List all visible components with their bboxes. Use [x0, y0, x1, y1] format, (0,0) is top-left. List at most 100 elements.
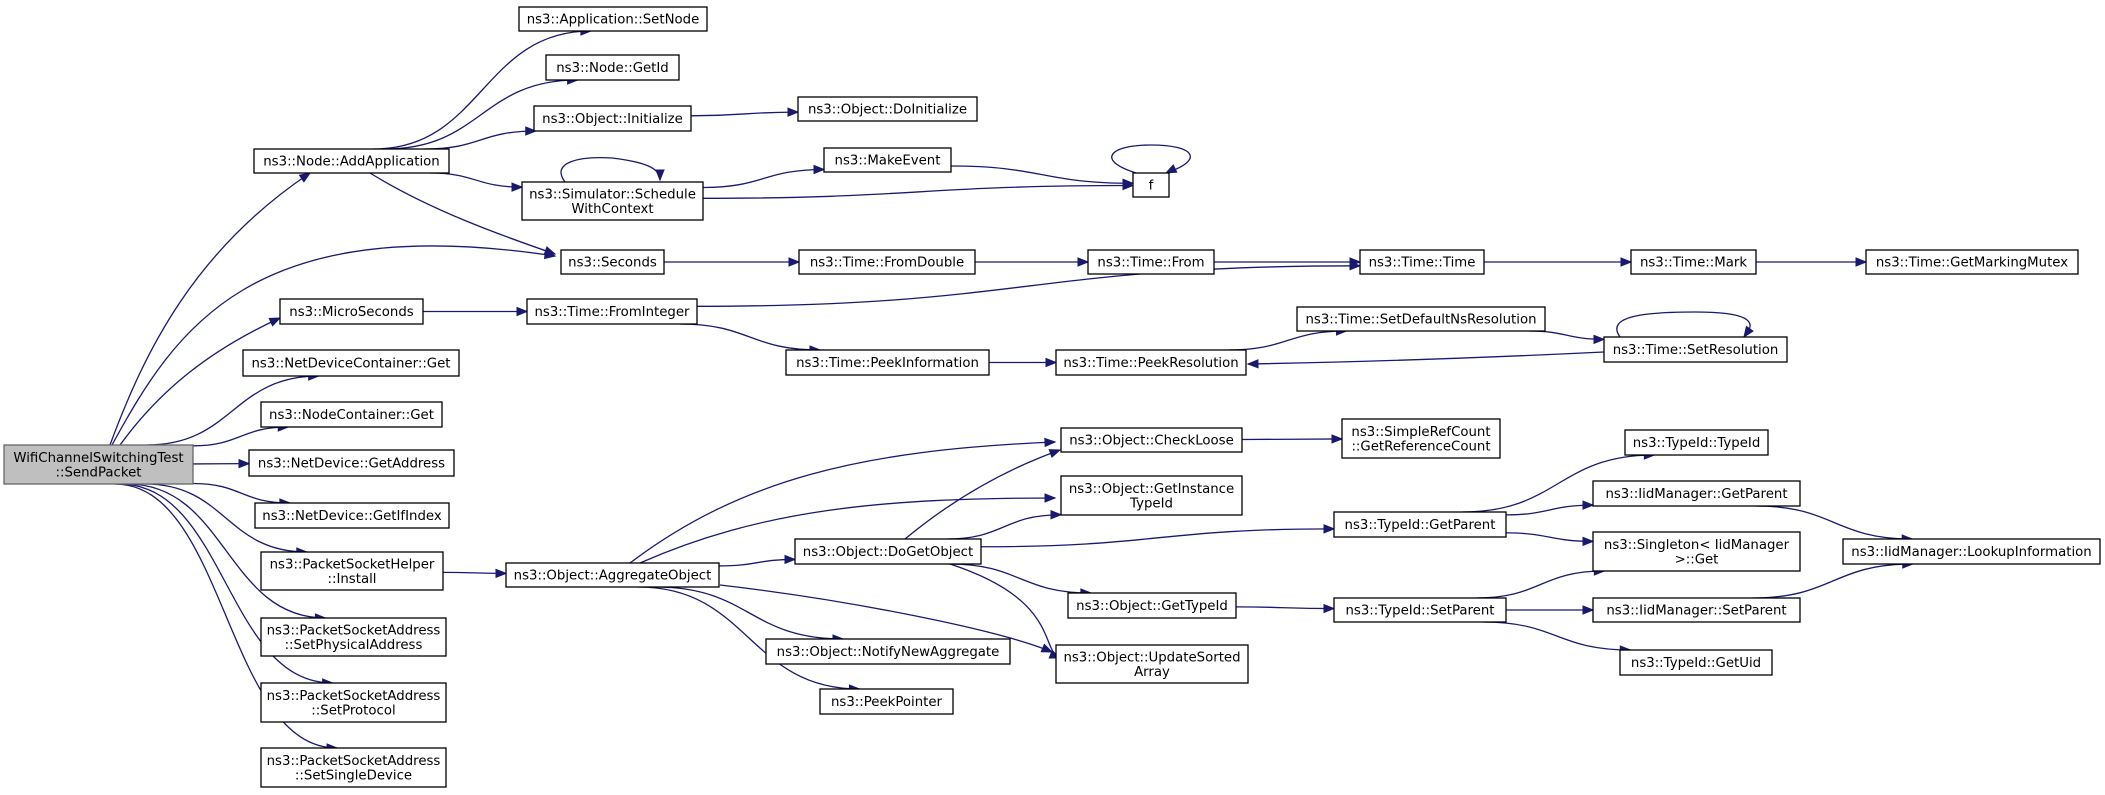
node-box [1592, 531, 1801, 572]
node-box [1333, 511, 1507, 538]
node-label: ns3::MicroSeconds [289, 305, 413, 320]
node-getmutex[interactable]: ns3::Time::GetMarkingMutex [1865, 249, 2079, 275]
edge-arrowhead-pshinst-to-objagg [495, 568, 508, 579]
edge-arrowhead-dogetobj-to-getinst [1050, 509, 1063, 520]
edge-addapp-to-simsched [429, 172, 523, 188]
node-label: ns3::Object::DoInitialize [808, 103, 967, 118]
node-addapp[interactable]: ns3::Node::AddApplication [253, 148, 450, 174]
node-ncget[interactable]: ns3::NodeContainer::Get [260, 401, 443, 428]
edge-arrowhead-setres-to-setres [1743, 325, 1754, 339]
node-psaproto[interactable]: ns3::PacketSocketAddress::SetProtocol [260, 682, 447, 723]
node-ndif[interactable]: ns3::NetDevice::GetIfIndex [254, 502, 450, 529]
edge-tidgetparent-to-tidtypeid [1462, 454, 1655, 513]
node-notifyagg[interactable]: ns3::Object::NotifyNewAggregate [765, 638, 1011, 665]
node-lookupinfo[interactable]: ns3::IidManager::LookupInformation [1842, 538, 2101, 565]
node-peekptr[interactable]: ns3::PeekPointer [819, 688, 954, 715]
edge-root-to-micro [119, 317, 281, 446]
node-root[interactable]: WifiChannelSwitchingTest::SendPacket [3, 444, 194, 485]
node-setres[interactable]: ns3::Time::SetResolution [1603, 336, 1788, 363]
node-ndaddr[interactable]: ns3::NetDevice::GetAddress [248, 449, 455, 477]
node-ndcget[interactable]: ns3::NetDeviceContainer::Get [242, 349, 460, 377]
node-getrefcount[interactable]: ns3::SimpleRefCount::GetReferenceCount [1341, 418, 1501, 459]
node-label: ns3::Time::From [1097, 256, 1204, 271]
edge-arrowhead-root-to-micro [268, 317, 282, 327]
edge-arrowhead-tidgetparent-to-iidgetparent [1582, 500, 1595, 510]
node-label: WifiChannelSwitchingTest [13, 451, 183, 466]
node-label: ns3::Time::SetResolution [1613, 343, 1779, 358]
node-label: ns3::Time::FromDouble [810, 256, 964, 271]
node-tidgetuid[interactable]: ns3::TypeId::GetUid [1619, 649, 1773, 676]
node-psasingle[interactable]: ns3::PacketSocketAddress::SetSingleDevic… [260, 747, 447, 788]
edge-root-to-seconds [111, 245, 556, 446]
node-gettypeid[interactable]: ns3::Object::GetTypeId [1067, 592, 1237, 619]
node-objagg[interactable]: ns3::Object::AggregateObject [505, 562, 720, 588]
node-box [260, 551, 444, 591]
edge-arrowhead-seconds-to-fromdouble [788, 257, 801, 267]
node-appsetnode[interactable]: ns3::Application::SetNode [518, 6, 708, 32]
nodes-layer: WifiChannelSwitchingTest::SendPacketns3:… [3, 6, 2101, 788]
edge-arrowhead-fromdouble-to-timefrom [1077, 257, 1090, 267]
node-box [518, 6, 708, 32]
node-box [1055, 644, 1249, 684]
node-box [1055, 349, 1247, 376]
node-label: ns3::IidManager::GetParent [1605, 487, 1787, 502]
node-box [1592, 597, 1801, 623]
node-tidgetparent[interactable]: ns3::TypeId::GetParent [1333, 511, 1507, 538]
node-f[interactable]: f [1132, 172, 1170, 198]
node-pshinst[interactable]: ns3::PacketSocketHelper::Install [260, 551, 444, 591]
edge-setdefres-to-setres [1528, 330, 1605, 340]
edge-root-to-ncget [192, 426, 289, 447]
node-iidsetparent[interactable]: ns3::IidManager::SetParent [1592, 597, 1801, 623]
node-psaphys[interactable]: ns3::PacketSocketAddress::SetPhysicalAdd… [260, 617, 447, 657]
node-makeevent[interactable]: ns3::MakeEvent [823, 147, 952, 173]
node-tidtypeid[interactable]: ns3::TypeId::TypeId [1624, 429, 1769, 456]
edge-iidsetparent-to-lookupinfo [1752, 563, 1913, 599]
node-singleton[interactable]: ns3::Singleton< IidManager >::Get [1592, 531, 1801, 572]
node-box [260, 682, 447, 723]
node-micro[interactable]: ns3::MicroSeconds [279, 298, 424, 325]
node-box [533, 105, 692, 132]
node-peekinfo[interactable]: ns3::Time::PeekInformation [785, 349, 990, 376]
edge-arrowhead-simsched-to-makeevent [813, 164, 826, 175]
edge-arrowhead-addapp-to-objinit [525, 126, 538, 136]
node-label: ::GetReferenceCount [1351, 439, 1490, 454]
node-timetime[interactable]: ns3::Time::Time [1359, 249, 1485, 275]
node-fromint[interactable]: ns3::Time::FromInteger [526, 298, 698, 325]
node-objinit[interactable]: ns3::Object::Initialize [533, 105, 692, 132]
node-tidsetparent[interactable]: ns3::TypeId::SetParent [1333, 597, 1507, 623]
node-dogetobj[interactable]: ns3::Object::DoGetObject [794, 538, 982, 565]
node-iidgetparent[interactable]: ns3::IidManager::GetParent [1592, 480, 1801, 507]
node-setdefres[interactable]: ns3::Time::SetDefaultNsResolution [1296, 306, 1546, 332]
node-label: ns3::IidManager::LookupInformation [1851, 545, 2091, 560]
node-checkloose[interactable]: ns3::Object::CheckLoose [1060, 427, 1243, 453]
node-timemark[interactable]: ns3::Time::Mark [1630, 249, 1757, 275]
edge-arrowhead-simsched-to-simsched [655, 169, 665, 182]
edge-arrowhead-checkloose-to-getrefcount [1331, 434, 1344, 444]
node-objdoinit[interactable]: ns3::Object::DoInitialize [797, 96, 978, 122]
node-box [1865, 249, 2079, 275]
edge-arrowhead-f-to-f [1164, 164, 1178, 174]
node-box [1359, 249, 1485, 275]
node-seconds[interactable]: ns3::Seconds [560, 249, 665, 275]
node-box [797, 96, 978, 122]
node-timefrom[interactable]: ns3::Time::From [1087, 249, 1215, 275]
node-box [505, 562, 720, 588]
node-box [248, 449, 455, 477]
node-box [1060, 475, 1243, 516]
edge-root-to-addapp [109, 172, 311, 446]
node-nodegetid[interactable]: ns3::Node::GetId [545, 54, 680, 81]
node-label: ::SendPacket [56, 465, 142, 480]
node-box [242, 349, 460, 377]
edge-root-to-psasingle [114, 483, 338, 749]
node-label: ns3::TypeId::SetParent [1345, 604, 1494, 619]
edge-addapp-to-appsetnode [373, 30, 591, 150]
node-box [1296, 306, 1546, 332]
node-box [1341, 418, 1501, 459]
node-peekres[interactable]: ns3::Time::PeekResolution [1055, 349, 1247, 376]
edge-tidsetparent-to-tidgetuid [1483, 621, 1631, 651]
node-fromdouble[interactable]: ns3::Time::FromDouble [798, 249, 976, 275]
node-box [545, 54, 680, 81]
